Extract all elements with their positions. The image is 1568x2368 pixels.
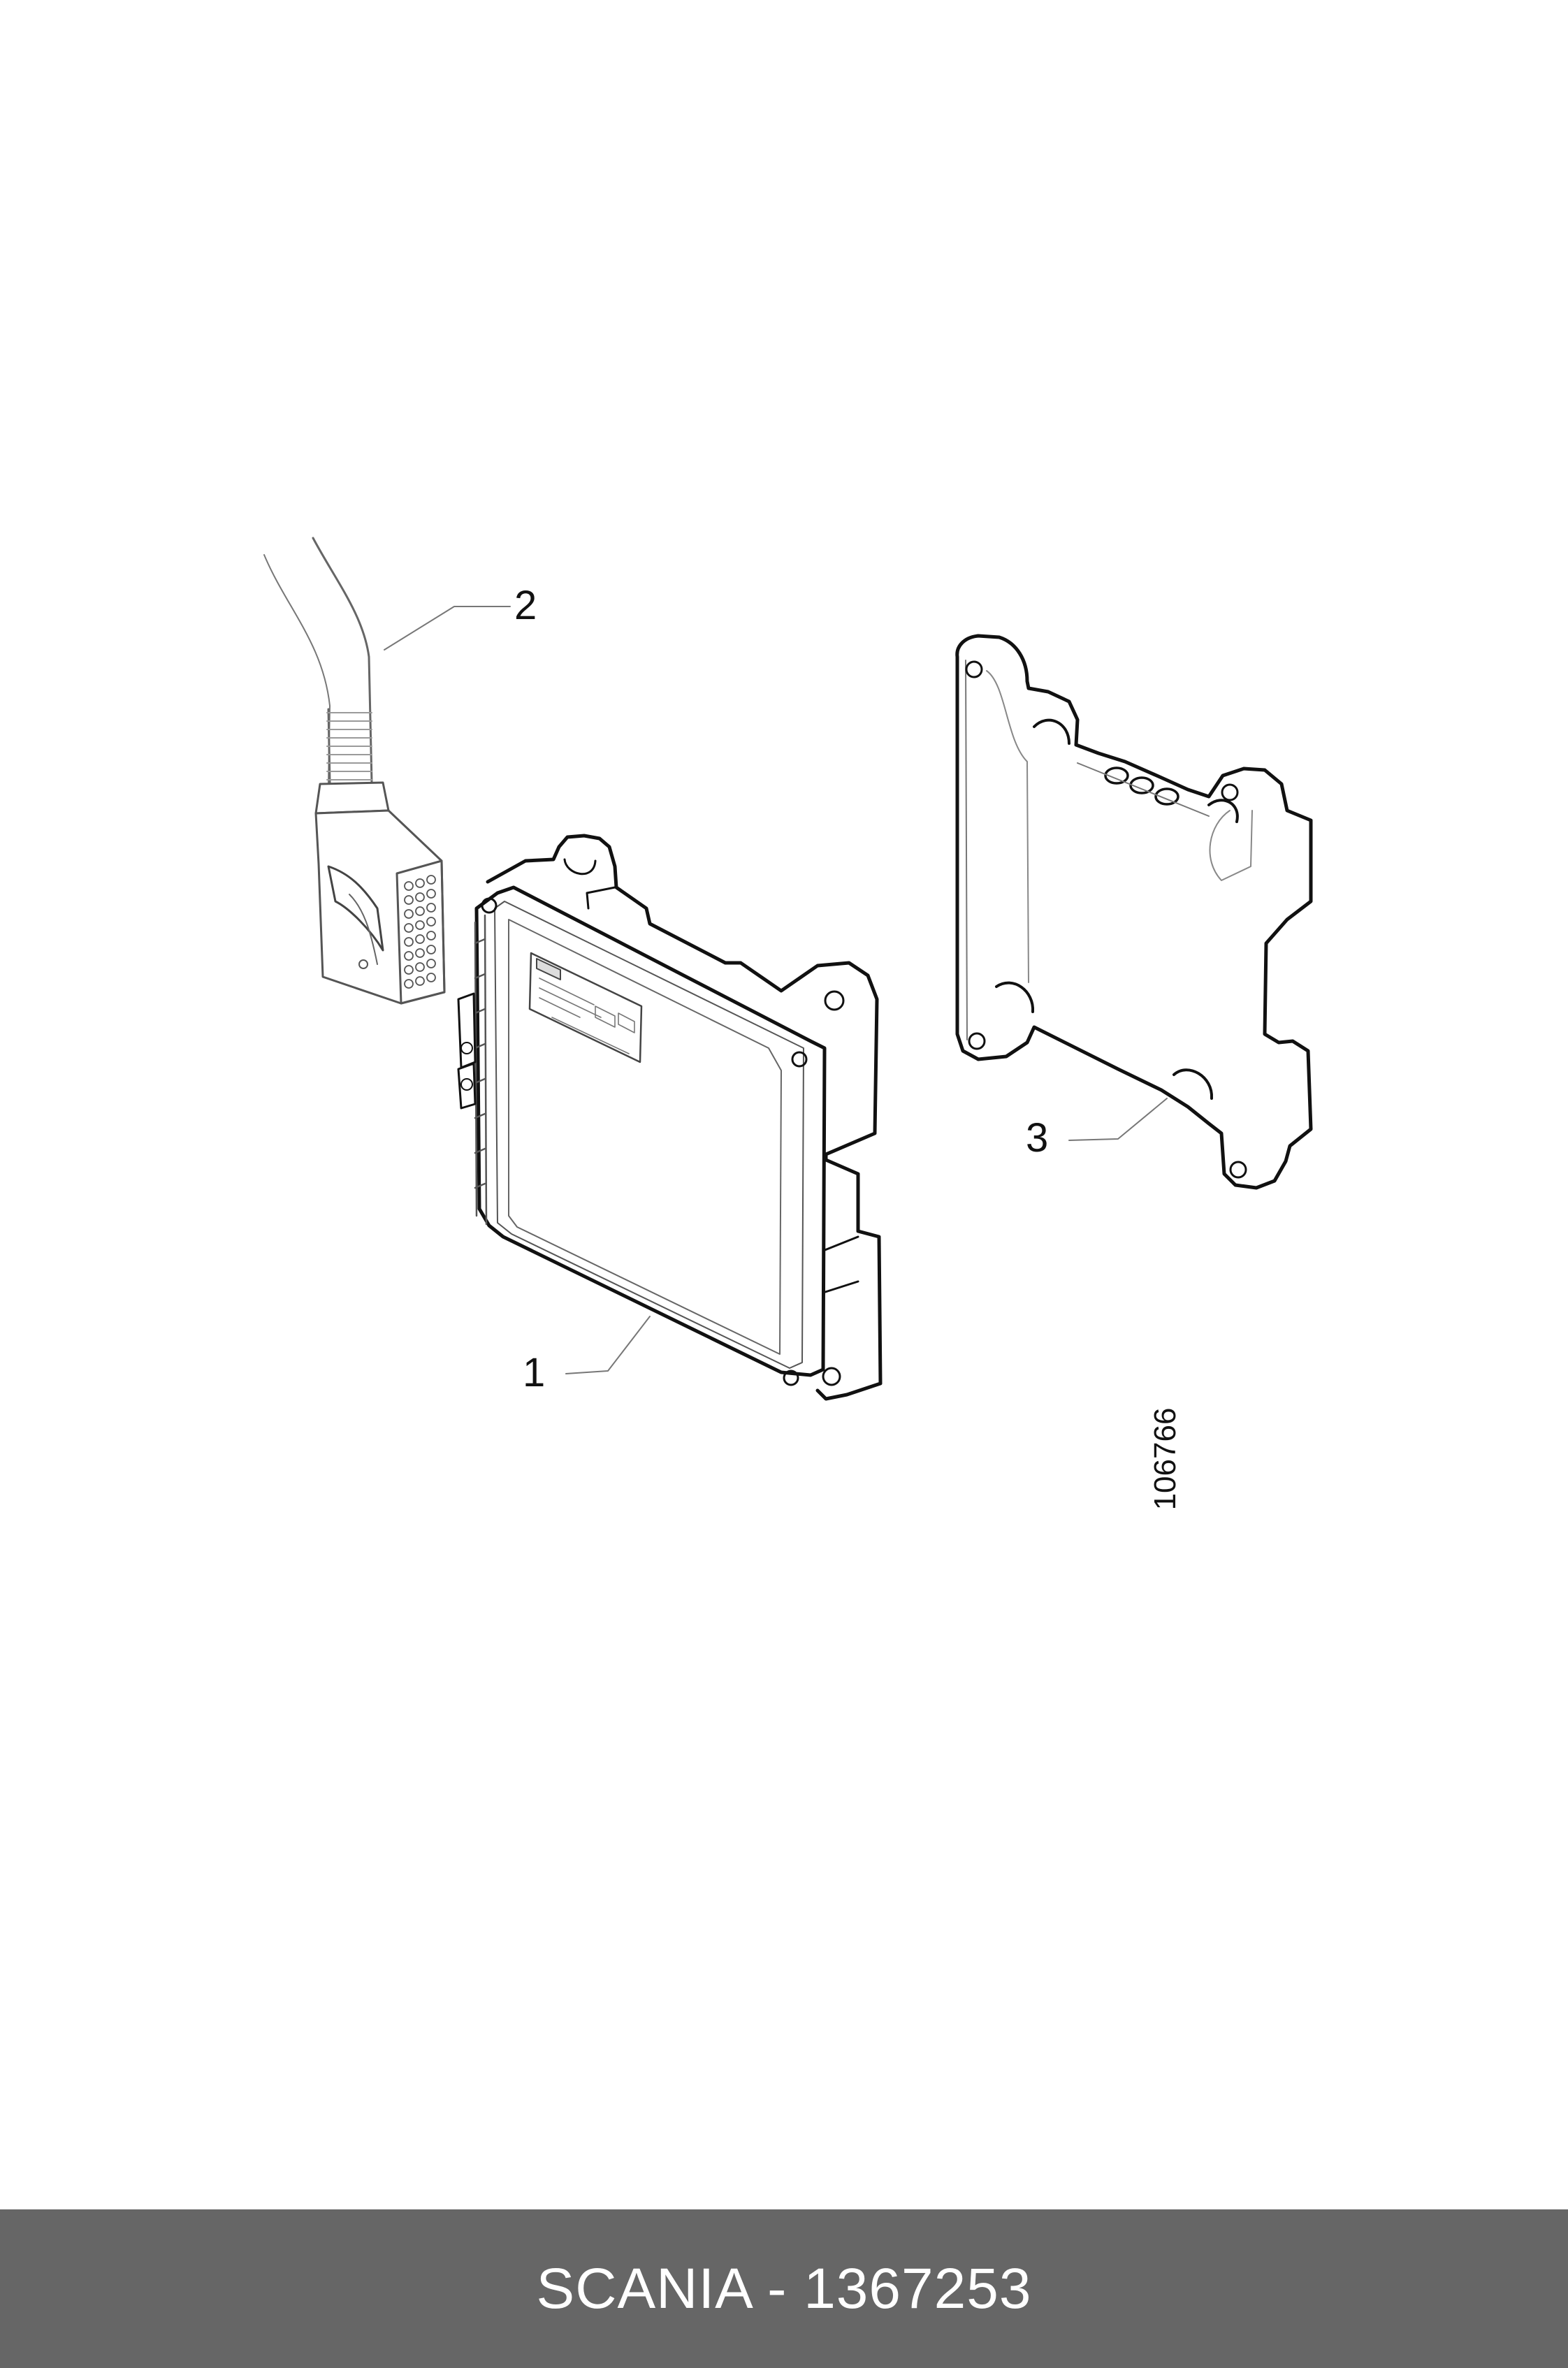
screw-top-right (791, 1051, 808, 1068)
connector-latch-inner (349, 894, 378, 965)
footer-bar: SCANIA - 1367253 (0, 2209, 1568, 2368)
bracket-slot-right (1207, 799, 1239, 823)
control-unit-ear-detail (586, 886, 616, 910)
control-unit (457, 834, 883, 1401)
connector-pins (404, 875, 436, 989)
bracket-slot-top-left (1033, 718, 1070, 745)
leader-line-3 (1068, 1098, 1168, 1141)
bracket-hole-right-top (1221, 783, 1239, 801)
bracket-flange-holes (1104, 767, 1179, 806)
cable-sheath-outline (263, 554, 331, 783)
harness-connector (314, 809, 446, 1005)
label-logo-block (536, 958, 561, 980)
screw-top-left (481, 897, 498, 914)
control-unit-upper-ear-hole (563, 858, 597, 876)
control-unit-ear-hole-right (824, 990, 845, 1011)
connector-latch (327, 865, 384, 952)
bracket-hole-top (965, 660, 983, 678)
bracket-slot-bottom-left (995, 981, 1035, 1013)
drawing-number: 106766 (1148, 1407, 1182, 1511)
control-unit-side-socket-lower (457, 1062, 477, 1110)
bracket-left-rail (965, 660, 968, 1040)
connector-body (314, 809, 446, 1005)
callout-3: 3 (1026, 1115, 1049, 1161)
control-unit-front-rim (494, 901, 804, 1369)
bracket-right-inner (1209, 810, 1253, 881)
bracket-hole-bottom-right (1229, 1161, 1247, 1179)
leader-line-2 (384, 606, 511, 651)
cable-outline-left (312, 537, 373, 784)
control-unit-lower-bracket (822, 1235, 859, 1294)
screw-bottom-ear (822, 1367, 841, 1386)
control-unit-label-plate (528, 952, 643, 1063)
mounting-bracket (955, 634, 1313, 1190)
screw-bottom-right (783, 1370, 799, 1386)
label-text-lines (539, 978, 635, 1054)
control-unit-back-plate (486, 834, 883, 1401)
callout-2: 2 (514, 583, 537, 628)
bracket-hole-bottom-left (968, 1032, 986, 1050)
control-unit-front-face (474, 885, 827, 1377)
cable-collar (314, 781, 390, 815)
callout-1: 1 (523, 1350, 546, 1395)
bracket-inner-contour (986, 670, 1029, 983)
bracket-outline (955, 634, 1313, 1190)
control-unit-side-ribs (474, 914, 488, 1226)
exploded-parts-diagram (263, 537, 1313, 1401)
connector-face (395, 859, 446, 1005)
control-unit-inner-panel (508, 919, 782, 1355)
footer-title: SCANIA - 1367253 (536, 2256, 1032, 2320)
cable-corrugation (326, 712, 372, 780)
leader-lines (384, 606, 1168, 1374)
bracket-slot-bottom-right (1173, 1068, 1214, 1100)
leader-line-1 (565, 1316, 651, 1374)
cable-harness (263, 537, 390, 815)
control-unit-side-socket-upper (457, 992, 477, 1069)
bracket-flange-edge (1077, 762, 1210, 817)
